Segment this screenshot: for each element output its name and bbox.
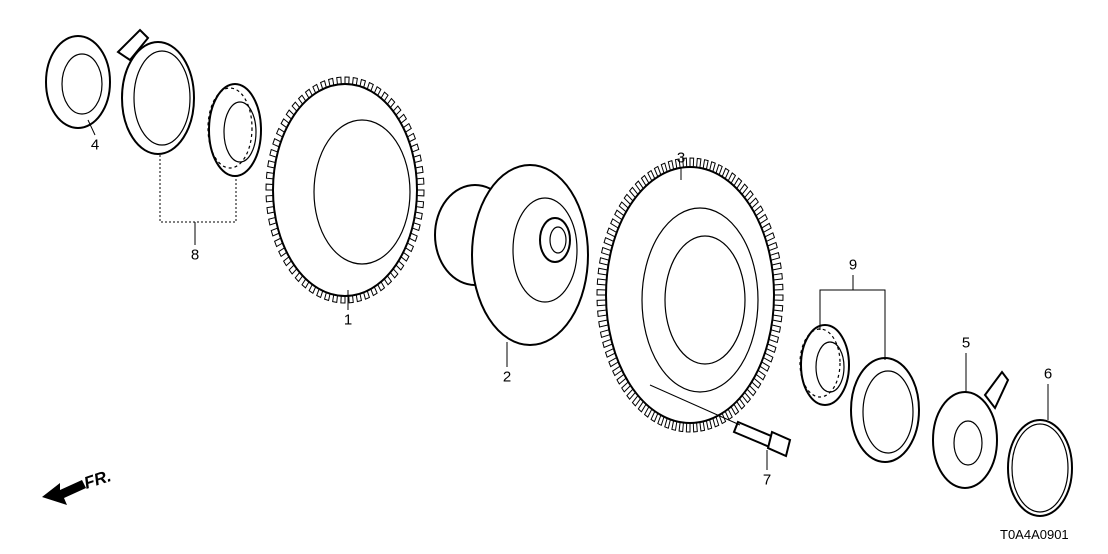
gear-tooth [596,289,607,296]
part-8-bearing-race[interactable] [121,41,195,155]
part-5-shim[interactable] [932,370,1010,489]
part-6-snap-ring[interactable] [1007,419,1073,517]
part-8-tapered-bearing[interactable] [207,83,262,177]
gear-tooth [773,294,784,301]
gear-tooth [772,272,783,281]
part-3-final-driven-gear[interactable] [596,157,784,433]
leader-lines [87,119,1049,470]
part-2-differential-case[interactable] [434,164,589,346]
callout-2[interactable]: 2 [502,368,512,386]
front-direction-arrow-icon [42,480,86,505]
part-9-bearing-race[interactable] [850,357,920,463]
callout-1[interactable]: 1 [343,311,353,329]
gear-tooth [689,157,695,168]
gear-tooth [773,283,784,291]
gear-tooth [685,422,691,433]
gear-tooth [596,299,607,307]
diagram-code: T0A4A0901 [1000,527,1069,542]
callout-6[interactable]: 6 [1043,365,1053,383]
part-7-bolt[interactable] [732,420,792,458]
callout-9[interactable]: 9 [848,256,858,274]
gear-tooth [692,422,698,433]
callout-4[interactable]: 4 [90,136,100,154]
part-9-tapered-bearing[interactable] [799,324,850,406]
callout-7[interactable]: 7 [762,471,772,489]
gear-tooth [772,304,784,312]
callout-3[interactable]: 3 [676,149,686,167]
callout-5[interactable]: 5 [961,334,971,352]
gear-tooth [596,278,608,286]
gear-tooth [597,309,608,318]
part-4-shim[interactable] [45,28,150,129]
part-1-ring-gear[interactable] [265,76,425,304]
callout-8[interactable]: 8 [190,246,200,264]
